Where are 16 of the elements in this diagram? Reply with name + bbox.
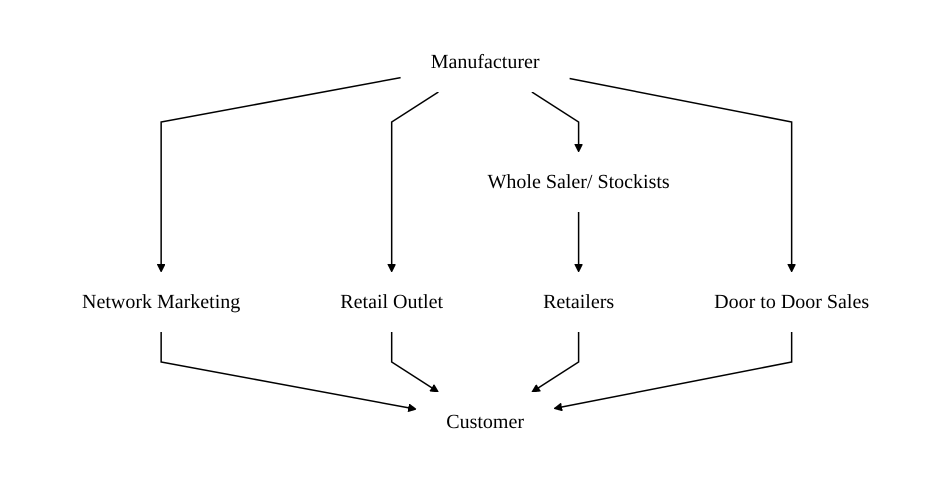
arrow [574, 212, 583, 272]
arrow [160, 332, 417, 412]
node-text: Network Marketing [82, 290, 240, 312]
arrow [569, 77, 796, 272]
arrow [554, 332, 792, 411]
node-text: Retailers [542, 290, 614, 312]
arrow [387, 90, 439, 272]
node-text: Manufacturer [430, 50, 540, 72]
arrow [390, 332, 439, 392]
node-text: Customer [446, 410, 524, 432]
node-text: Whole Saler/ Stockists [487, 170, 670, 192]
node-text: Door to Door Sales [714, 290, 870, 312]
arrow [531, 90, 583, 152]
arrow [531, 332, 580, 392]
arrow [156, 76, 401, 272]
node-text: Retail Outlet [340, 290, 443, 312]
